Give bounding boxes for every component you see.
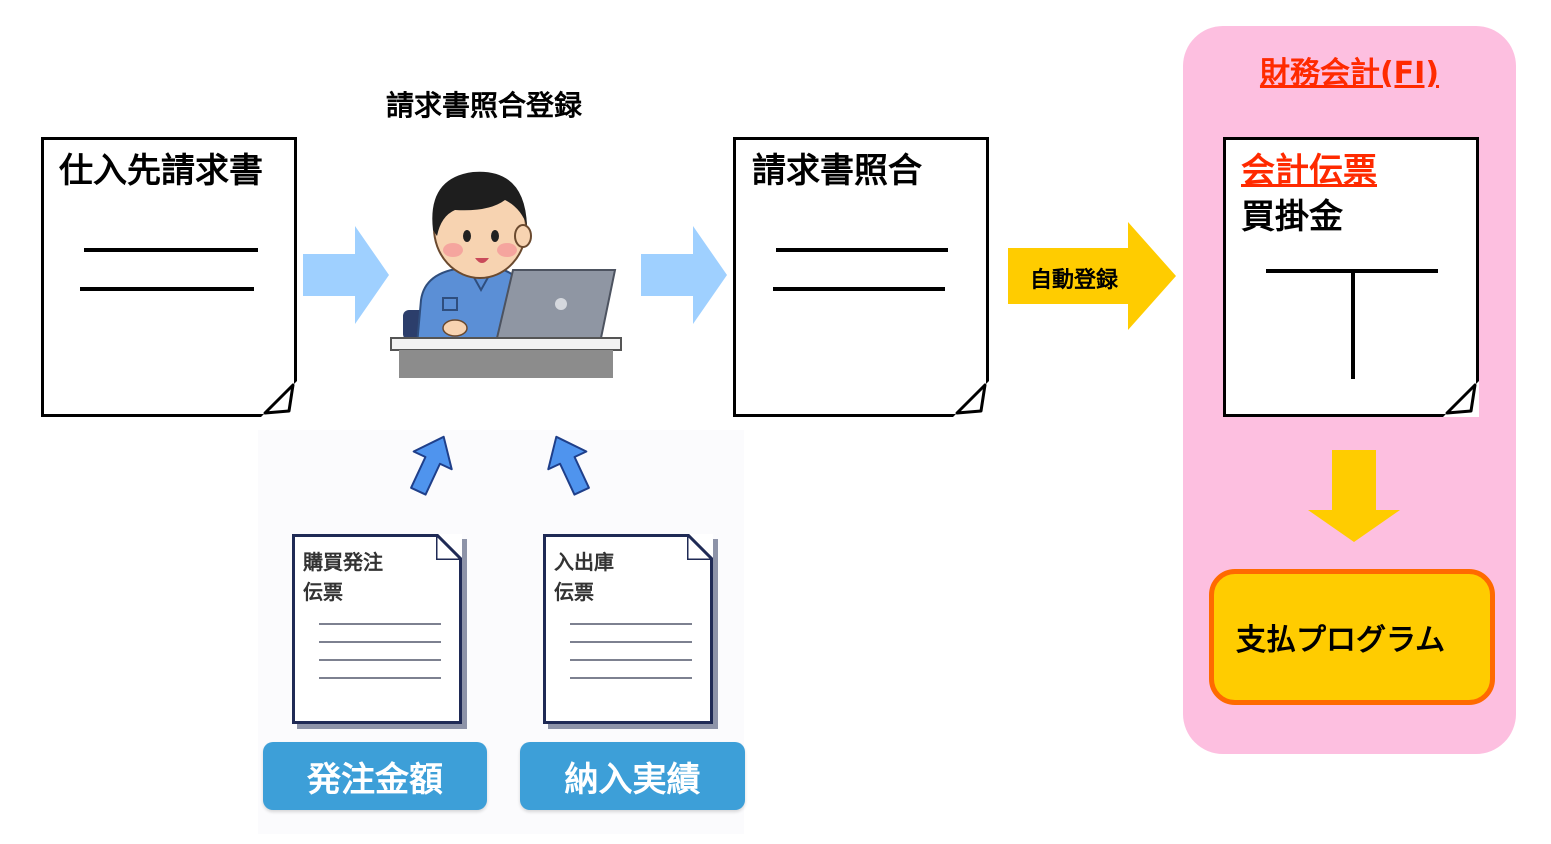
slip-rule	[570, 623, 692, 625]
arrow-right-icon	[1008, 222, 1176, 330]
slip-rule	[319, 659, 441, 661]
invoice-matching-document: 請求書照合	[733, 137, 989, 417]
folded-corner-icon	[261, 381, 297, 417]
order-amount-label: 発注金額	[263, 742, 487, 810]
folded-corner-icon	[436, 534, 462, 560]
arrow-up-icon	[547, 435, 590, 496]
arrow-right-icon	[303, 226, 389, 324]
accounting-document-title: 会計伝票	[1241, 151, 1377, 191]
accounts-payable-label: 買掛金	[1241, 197, 1343, 237]
folded-corner-icon	[1443, 381, 1479, 417]
slip-line2: 伝票	[554, 580, 594, 604]
goods-movement-slip: 入出庫 伝票	[543, 534, 713, 724]
document-line	[776, 248, 948, 252]
matching-registration-caption: 請求書照合登録	[386, 89, 583, 122]
folded-corner-icon	[687, 534, 713, 560]
accounting-document: 会計伝票 買掛金	[1223, 137, 1479, 417]
vendor-invoice-title: 仕入先請求書	[59, 151, 263, 191]
vendor-invoice-document: 仕入先請求書	[41, 137, 297, 417]
person-laptop-illustration	[390, 171, 622, 378]
slip-line2: 伝票	[303, 580, 343, 604]
t-account-vertical-line	[1351, 271, 1355, 379]
slip-rule	[570, 677, 692, 679]
slip-rule	[319, 641, 441, 643]
purchase-order-slip: 購買発注 伝票	[292, 534, 462, 724]
delivery-record-label: 納入実績	[520, 742, 745, 810]
slip-line1: 入出庫	[554, 550, 614, 574]
folded-corner-icon	[953, 381, 989, 417]
document-line	[773, 287, 945, 291]
slip-rule	[570, 659, 692, 661]
slip-rule	[570, 641, 692, 643]
slip-rule	[319, 677, 441, 679]
slip-rule	[319, 623, 441, 625]
document-line	[80, 287, 254, 291]
slip-line1: 購買発注	[303, 550, 383, 574]
auto-registration-label: 自動登録	[1030, 268, 1119, 293]
document-line	[84, 248, 258, 252]
arrow-down-icon	[1308, 450, 1400, 542]
arrow-up-icon	[410, 435, 453, 496]
invoice-matching-title: 請求書照合	[752, 151, 922, 191]
payment-program-box: 支払プログラム	[1209, 569, 1495, 705]
fi-panel-title: 財務会計(FI)	[1259, 56, 1440, 91]
arrow-right-icon	[641, 226, 727, 324]
